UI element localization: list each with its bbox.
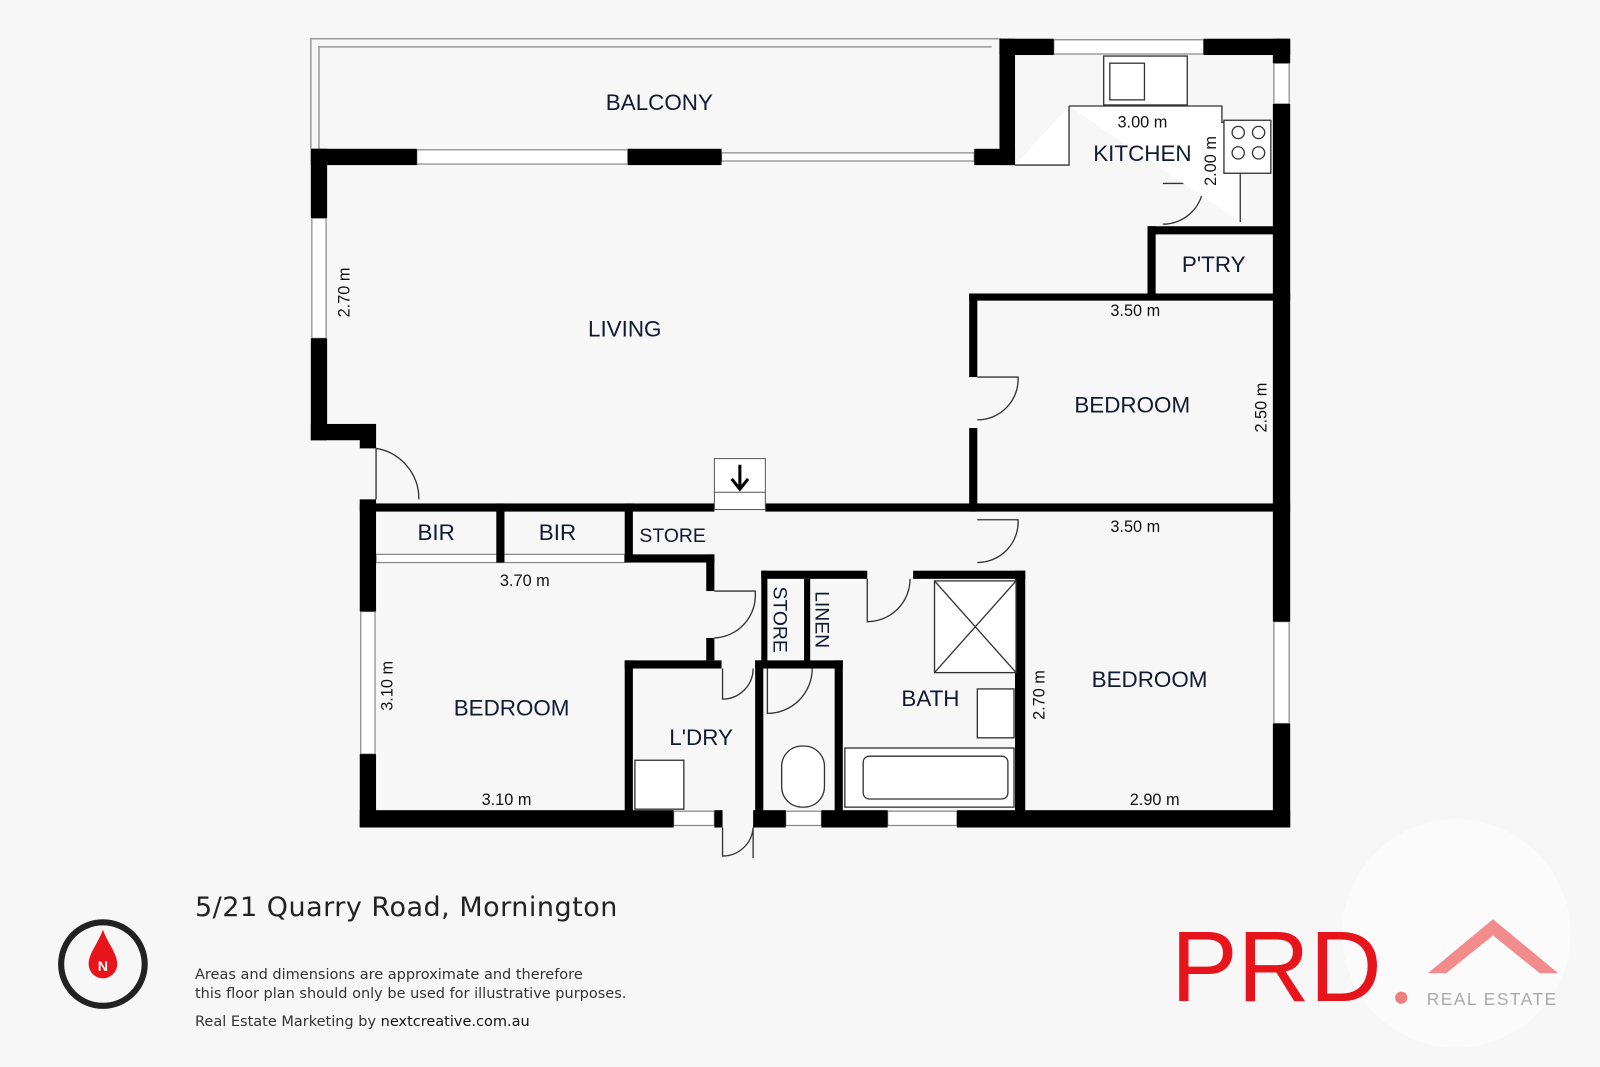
marketing-prefix: Real Estate Marketing by bbox=[195, 1014, 377, 1030]
vanity-icon bbox=[976, 688, 1015, 739]
dim-bedroom-3-width-top: 3.50 m bbox=[1110, 518, 1160, 536]
room-label-bir-2: BIR bbox=[539, 520, 576, 545]
dim-bedroom-1-height: 3.10 m bbox=[378, 661, 396, 711]
dim-kitchen-height: 2.00 m bbox=[1202, 136, 1220, 186]
stair-icon bbox=[713, 458, 766, 511]
room-label-bir-1: BIR bbox=[418, 520, 455, 545]
room-label-living: LIVING bbox=[588, 316, 661, 341]
prd-logo: PRD REAL ESTATE bbox=[1171, 819, 1571, 1048]
room-label-bath: BATH bbox=[901, 686, 959, 711]
room-label-bedroom-2: BEDROOM bbox=[1074, 393, 1190, 418]
logo-text: PRD bbox=[1171, 912, 1382, 1023]
room-label-laundry: L'DRY bbox=[669, 725, 733, 750]
room-label-store-1: STORE bbox=[639, 525, 705, 547]
dim-bedroom-2-height: 2.50 m bbox=[1253, 383, 1271, 433]
marketing-link[interactable]: nextcreative.com.au bbox=[380, 1014, 530, 1030]
toilet-icon bbox=[780, 745, 826, 808]
dim-bedroom-3-width-bottom: 2.90 m bbox=[1130, 791, 1180, 809]
property-address: 5/21 Quarry Road, Mornington bbox=[195, 892, 618, 923]
disclaimer-line-2: this floor plan should only be used for … bbox=[195, 986, 627, 1002]
north-compass-icon: N bbox=[58, 919, 148, 1009]
dim-bedroom-2-width: 3.50 m bbox=[1110, 302, 1160, 320]
room-label-bedroom-1: BEDROOM bbox=[454, 695, 570, 720]
marketing-credit: Real Estate Marketing by nextcreative.co… bbox=[195, 1014, 530, 1030]
room-label-store-2: STORE bbox=[769, 586, 791, 652]
dim-bedroom-1-width-bottom: 3.10 m bbox=[482, 791, 532, 809]
fixtures bbox=[634, 55, 1272, 810]
dim-living-height: 2.70 m bbox=[336, 268, 354, 318]
door-swings bbox=[375, 182, 1205, 859]
room-label-balcony: BALCONY bbox=[606, 90, 713, 115]
room-label-pantry: P'TRY bbox=[1182, 252, 1246, 277]
dim-bedroom-3-height: 2.70 m bbox=[1031, 670, 1049, 720]
laundry-tub-icon bbox=[634, 759, 685, 810]
room-label-linen: LINEN bbox=[810, 591, 832, 648]
compass-label: N bbox=[98, 959, 108, 975]
disclaimer: Areas and dimensions are approximate and… bbox=[195, 966, 626, 1004]
logo-tagline: REAL ESTATE bbox=[1427, 989, 1558, 1009]
walls bbox=[310, 38, 1291, 828]
dim-kitchen-width: 3.00 m bbox=[1118, 113, 1168, 131]
room-label-kitchen: KITCHEN bbox=[1093, 141, 1191, 166]
dim-bedroom-1-width-top: 3.70 m bbox=[500, 572, 550, 590]
disclaimer-line-1: Areas and dimensions are approximate and… bbox=[195, 967, 583, 983]
room-label-bedroom-3: BEDROOM bbox=[1092, 667, 1208, 692]
